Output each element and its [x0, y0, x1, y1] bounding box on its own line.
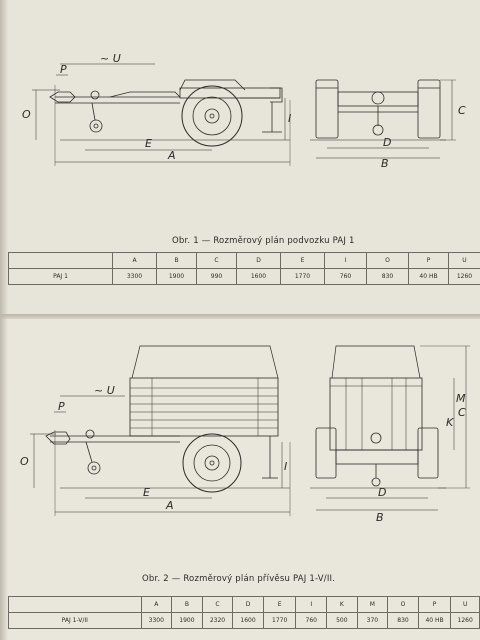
fig1-wheel: [181, 85, 243, 147]
fig2-label-p: P: [58, 400, 65, 413]
table-cell: 40 HB: [408, 268, 449, 285]
table-cell: 2320: [201, 612, 234, 629]
table-header-row: A B C D E I O P U: [8, 252, 480, 269]
header-cell: D: [232, 596, 264, 613]
figure2-spec-table: A B C D E I K M O P U PAJ 1-V/II 3300 19…: [8, 596, 480, 629]
fig2-label-i: I: [284, 460, 287, 473]
fig2-side-view: [30, 345, 291, 516]
fig2-front-view: [310, 345, 470, 511]
binding-shadow: [0, 0, 8, 640]
header-cell: C: [196, 252, 237, 269]
table-cell: 990: [196, 268, 237, 285]
fig1-front-view: [310, 79, 456, 159]
header-cell: U: [450, 596, 480, 613]
table-cell: 1260: [450, 612, 480, 629]
fig1-label-a: A: [167, 149, 176, 162]
table-row: PAJ 1 3300 1900 990 1600 1770 760 830 40…: [8, 268, 480, 285]
header-cell: K: [326, 596, 358, 613]
fig2-label-a: A: [165, 499, 174, 512]
header-cell: D: [236, 252, 281, 269]
figure2-drawing: ~ U P O I E A D B M K C: [20, 345, 470, 524]
table-cell: 1900: [171, 612, 203, 629]
header-cell: [8, 252, 113, 269]
fig1-label-d: D: [383, 136, 391, 149]
figure2-caption: Obr. 2 — Rozměrový plán přívěsu PAJ 1-V/…: [142, 574, 336, 584]
header-cell: [8, 596, 142, 613]
fig2-label-m: M: [456, 392, 466, 405]
table-cell: 3300: [140, 612, 173, 629]
fig2-label-c: C: [458, 406, 466, 419]
fig2-label-e: E: [143, 486, 150, 499]
header-cell: E: [262, 596, 297, 613]
table-cell: 830: [366, 268, 409, 285]
header-cell: P: [408, 252, 449, 269]
header-cell: A: [112, 252, 157, 269]
fig1-label-i: I: [288, 112, 291, 125]
table-cell: 1260: [448, 268, 480, 285]
table-cell: 3300: [112, 268, 157, 285]
header-cell: E: [280, 252, 325, 269]
table-cell: 1900: [156, 268, 197, 285]
table-cell: 500: [326, 612, 358, 629]
row-label-cell: PAJ 1-V/II: [8, 612, 142, 629]
fig1-side-view: [32, 63, 291, 166]
row-label-cell: PAJ 1: [8, 268, 113, 285]
table-cell: 1600: [236, 268, 281, 285]
header-cell: B: [171, 596, 203, 613]
header-cell: A: [140, 596, 173, 613]
figure1-drawing: ~ U P O I E A D B C: [22, 52, 466, 170]
header-cell: O: [366, 252, 409, 269]
header-cell: B: [156, 252, 197, 269]
table-cell: 1600: [232, 612, 264, 629]
table-cell: 830: [387, 612, 419, 629]
fig2-wheel: [182, 433, 242, 493]
header-cell: U: [448, 252, 480, 269]
table-cell: 1770: [280, 268, 325, 285]
figure1-caption: Obr. 1 — Rozměrový plán podvozku PAJ 1: [172, 236, 355, 246]
table-cell: 1770: [262, 612, 297, 629]
header-cell: O: [387, 596, 419, 613]
fig1-label-b: B: [381, 157, 389, 170]
table-cell: 370: [356, 612, 389, 629]
fig1-label-e: E: [145, 137, 152, 150]
table-row: PAJ 1-V/II 3300 1900 2320 1600 1770 760 …: [8, 612, 480, 629]
table-cell: 40 HB: [417, 612, 452, 629]
table-header-row: A B C D E I K M O P U: [8, 596, 480, 613]
header-cell: P: [417, 596, 452, 613]
fig2-label-b: B: [376, 511, 384, 524]
header-cell: I: [295, 596, 328, 613]
header-cell: M: [356, 596, 389, 613]
fig2-label-d: D: [378, 486, 386, 499]
fig1-label-p: P: [60, 63, 67, 76]
lower-sheet: [0, 316, 480, 640]
table-cell: 760: [295, 612, 328, 629]
fig1-label-u: ~ U: [100, 52, 121, 65]
header-cell: I: [324, 252, 367, 269]
table-cell: 760: [324, 268, 367, 285]
fig2-label-u: ~ U: [94, 384, 115, 397]
fig1-label-c: C: [458, 104, 466, 117]
page-fold: [0, 314, 480, 319]
fig2-label-o: O: [20, 455, 29, 468]
header-cell: C: [201, 596, 234, 613]
figure1-spec-table: A B C D E I O P U PAJ 1 3300 1900 990 16…: [8, 252, 480, 285]
fig2-label-k: K: [446, 416, 454, 429]
fig1-label-o: O: [22, 108, 31, 121]
